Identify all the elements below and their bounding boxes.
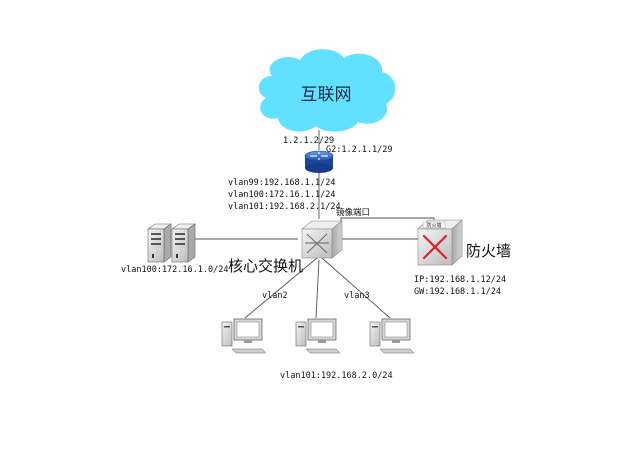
vlan-interface: vlan101:192.168.2.1/24 [228, 202, 341, 212]
client-pc-1 [221, 318, 267, 354]
vlan-interface: vlan99:192.168.1.1/24 [228, 178, 335, 188]
pc-keyboard-icon [379, 348, 415, 354]
firewall-label: 防火墙 [466, 242, 511, 260]
server-icon [171, 223, 196, 263]
link-switch-client-1 [244, 257, 318, 319]
router-body-base [305, 163, 333, 173]
servers [147, 223, 196, 263]
pc-tower [295, 321, 307, 347]
client-subnet: vlan101:192.168.2.0/24 [280, 371, 393, 381]
cloud-shape [258, 49, 396, 132]
router-uplink-ip: 1.2.1.2/29 [283, 136, 334, 146]
pc-tower [369, 321, 381, 347]
client-pc-3 [369, 318, 415, 354]
server-subnet: vlan100:172.16.1.0/24 [121, 265, 228, 275]
link-switch-client-2 [315, 259, 320, 319]
internet-label: 互联网 [301, 85, 352, 105]
pc-keyboard-icon [305, 348, 341, 354]
firewall-cross-icon [422, 234, 448, 260]
firewall-badge [422, 221, 446, 229]
firewall-ip: IP:192.168.1.12/24 [414, 275, 506, 285]
router-port-label: G2:1.2.1.1/29 [326, 145, 393, 155]
core-switch [301, 220, 343, 259]
internet-cloud: 互联网 [258, 49, 396, 132]
router [304, 150, 334, 173]
pc-tower [221, 321, 233, 347]
pc-keyboard-icon [231, 348, 267, 354]
router-body-top [304, 150, 334, 162]
firewall: 防火墙 [417, 219, 463, 266]
core-switch-label: 核心交换机 [228, 257, 303, 275]
switch-arrows-icon [305, 233, 329, 254]
firewall-gw: GW:192.168.1.1/24 [414, 287, 501, 297]
link-label-right: vlan3 [344, 291, 370, 301]
client-pc-2 [295, 318, 341, 354]
mirror-port-label: 镜像端口 [336, 207, 370, 218]
server-icon [147, 223, 172, 263]
vlan-interfaces: vlan99:192.168.1.1/24 vlan100:172.16.1.1… [228, 178, 341, 212]
firewall-badge-text: 防火墙 [426, 222, 441, 229]
link-label-left: vlan2 [262, 291, 288, 301]
link-switch-client-3 [321, 257, 391, 319]
router-arrows-icon [310, 152, 328, 160]
vlan-interface: vlan100:172.16.1.1/24 [228, 190, 335, 200]
